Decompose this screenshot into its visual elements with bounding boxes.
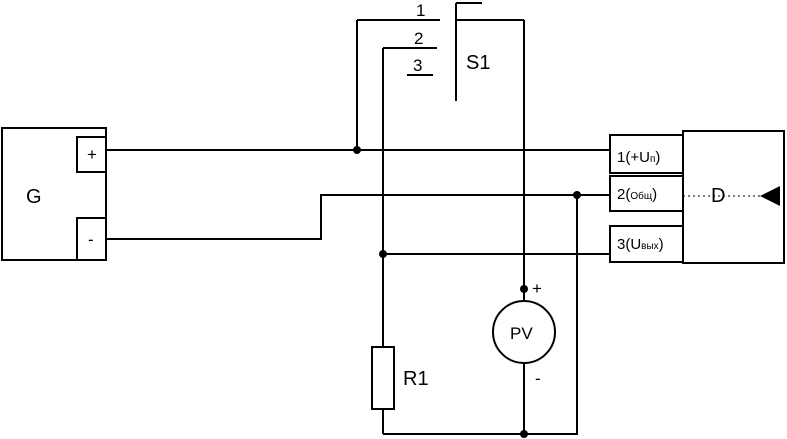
device-terminal-3-box (609, 225, 684, 263)
switch-position-2: 2 (414, 29, 423, 48)
junction-dot (573, 191, 581, 199)
device-terminal-2-label: 2(Общ) (617, 186, 657, 203)
switch-position-1: 1 (416, 1, 425, 20)
switch-position-3: 3 (413, 56, 422, 75)
switch-s1: 1 2 3 S1 (357, 1, 524, 101)
wire-common-return (524, 195, 578, 435)
device-terminal-3-label: 3(Uвых) (617, 236, 664, 253)
voltmeter-body (492, 300, 556, 364)
voltmeter-minus-label: - (535, 369, 541, 388)
switch-label: S1 (466, 52, 490, 74)
generator-minus-terminal (76, 217, 107, 261)
voltmeter-label: PV (510, 324, 533, 343)
voltmeter-pv: PV + - (492, 279, 556, 388)
voltmeter-plus-label: + (532, 279, 542, 298)
device-terminal-1-label: 1(+Uп) (617, 149, 660, 166)
device-terminal-1-box (609, 134, 684, 174)
resistor-label: R1 (403, 368, 429, 390)
generator-g: G + - (1, 127, 107, 261)
wire-minus (106, 194, 610, 240)
generator-plus-terminal (76, 136, 107, 173)
device-d: D 1(+Uп) 2(Общ) 3(Uвых) (609, 130, 785, 264)
device-terminal-2-box (609, 175, 684, 212)
junction-dot (520, 285, 528, 293)
generator-minus-label: - (88, 230, 94, 249)
junction-dot (520, 430, 528, 438)
generator-plus-label: + (87, 145, 97, 164)
wires (106, 20, 610, 435)
resistor-r1: R1 (371, 346, 429, 410)
junction-dot (379, 250, 387, 258)
junctions (353, 146, 581, 438)
junction-dot (353, 146, 361, 154)
generator-label: G (26, 186, 42, 208)
input-arrow-head (760, 186, 780, 206)
resistor-body (371, 346, 395, 410)
